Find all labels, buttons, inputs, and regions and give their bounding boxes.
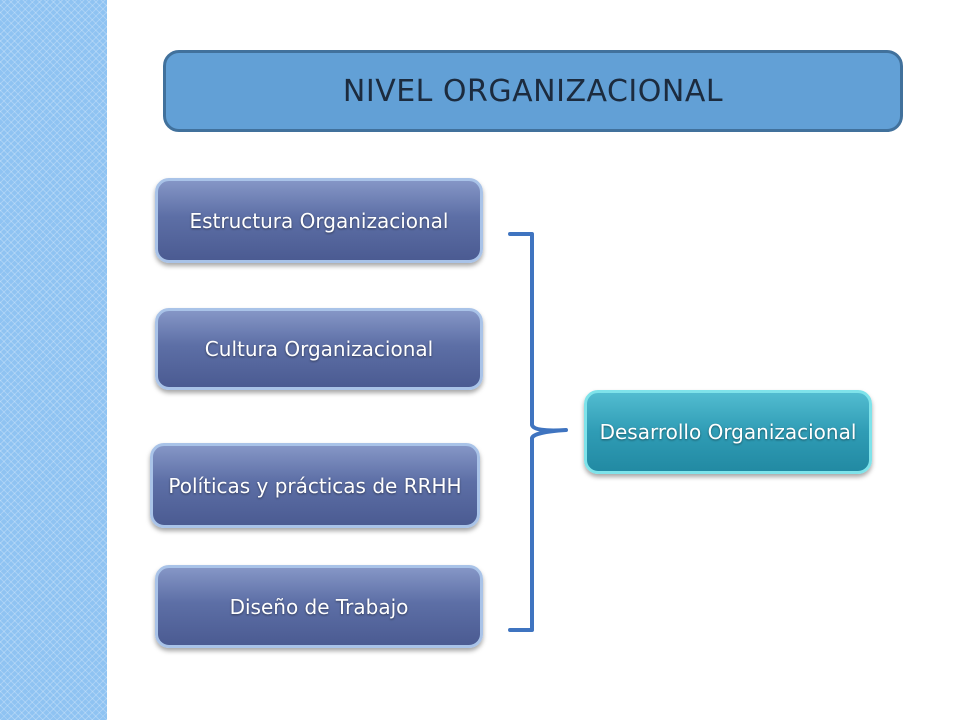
outcome-box: Desarrollo Organizacional [584, 390, 872, 474]
factor-box-culture: Cultura Organizacional [155, 308, 483, 390]
factor-label: Estructura Organizacional [189, 208, 449, 233]
factor-box-hr-policies: Políticas y prácticas de RRHH [150, 443, 480, 528]
factor-box-structure: Estructura Organizacional [155, 178, 483, 263]
grouping-bracket-path [508, 232, 568, 632]
title-text: NIVEL ORGANIZACIONAL [342, 73, 724, 109]
side-decoration-band [0, 0, 107, 720]
outcome-label: Desarrollo Organizacional [599, 420, 857, 444]
title-banner: NIVEL ORGANIZACIONAL [163, 50, 903, 132]
factor-label: Diseño de Trabajo [229, 594, 409, 619]
factor-label: Cultura Organizacional [204, 337, 434, 361]
factor-label: Políticas y prácticas de RRHH [168, 473, 462, 498]
factor-box-job-design: Diseño de Trabajo [155, 565, 483, 648]
